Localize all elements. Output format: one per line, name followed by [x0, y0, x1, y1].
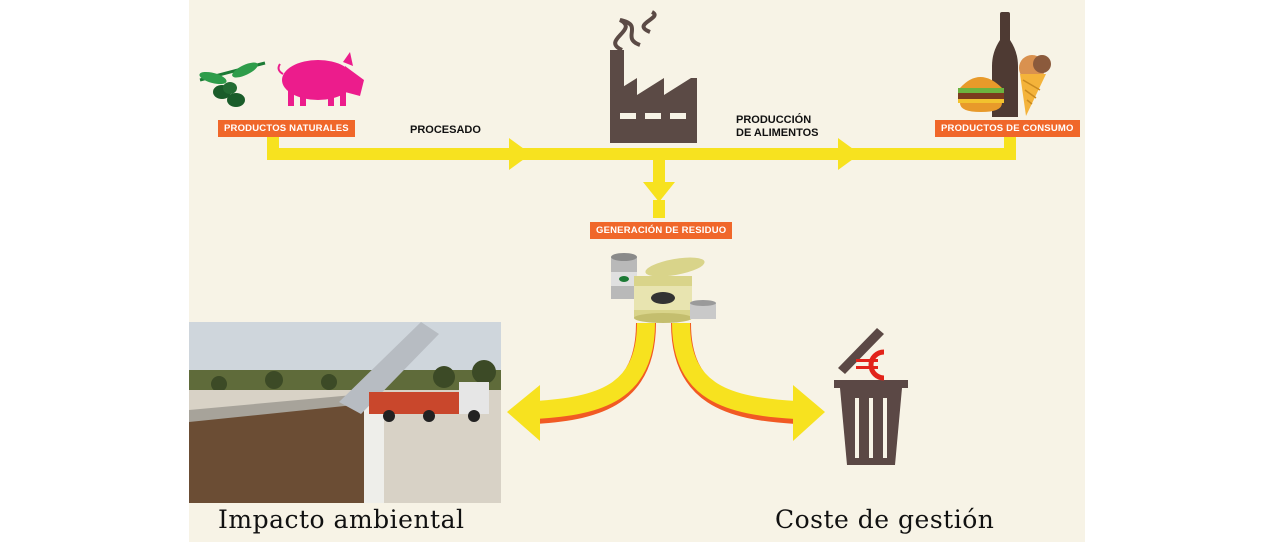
environmental-impact-photo: [189, 322, 501, 503]
natural-products-tag: PRODUCTOS NATURALES: [218, 120, 355, 137]
arrow-head-processing: [509, 138, 531, 170]
olive-branch-icon: [199, 61, 266, 107]
factory-icon: [610, 10, 697, 143]
main-flow-line: [267, 137, 1016, 160]
cans-icon: [611, 253, 716, 323]
burger-icon: [958, 77, 1004, 112]
cost-caption: Coste de gestión: [775, 505, 995, 534]
impact-caption: Impacto ambiental: [218, 505, 465, 534]
arrow-down-waste: [643, 160, 675, 218]
processing-label: PROCESADO: [410, 124, 481, 136]
euro-icon: [856, 349, 885, 381]
consumer-products-tag: PRODUCTOS DE CONSUMO: [935, 120, 1080, 137]
arrow-to-cost: [671, 322, 825, 441]
food-production-line2: DE ALIMENTOS: [736, 127, 819, 139]
waste-generation-tag: GENERACIÓN DE RESIDUO: [590, 222, 733, 239]
food-production-label: PRODUCCIÓN DE ALIMENTOS: [736, 114, 846, 140]
ice-cream-icon: [1019, 55, 1051, 116]
trash-bin-icon: [834, 328, 908, 465]
arrow-head-food-production: [838, 138, 860, 170]
pig-icon: [277, 52, 364, 106]
arrow-to-impact: [507, 322, 656, 441]
food-production-line1: PRODUCCIÓN: [736, 114, 812, 126]
